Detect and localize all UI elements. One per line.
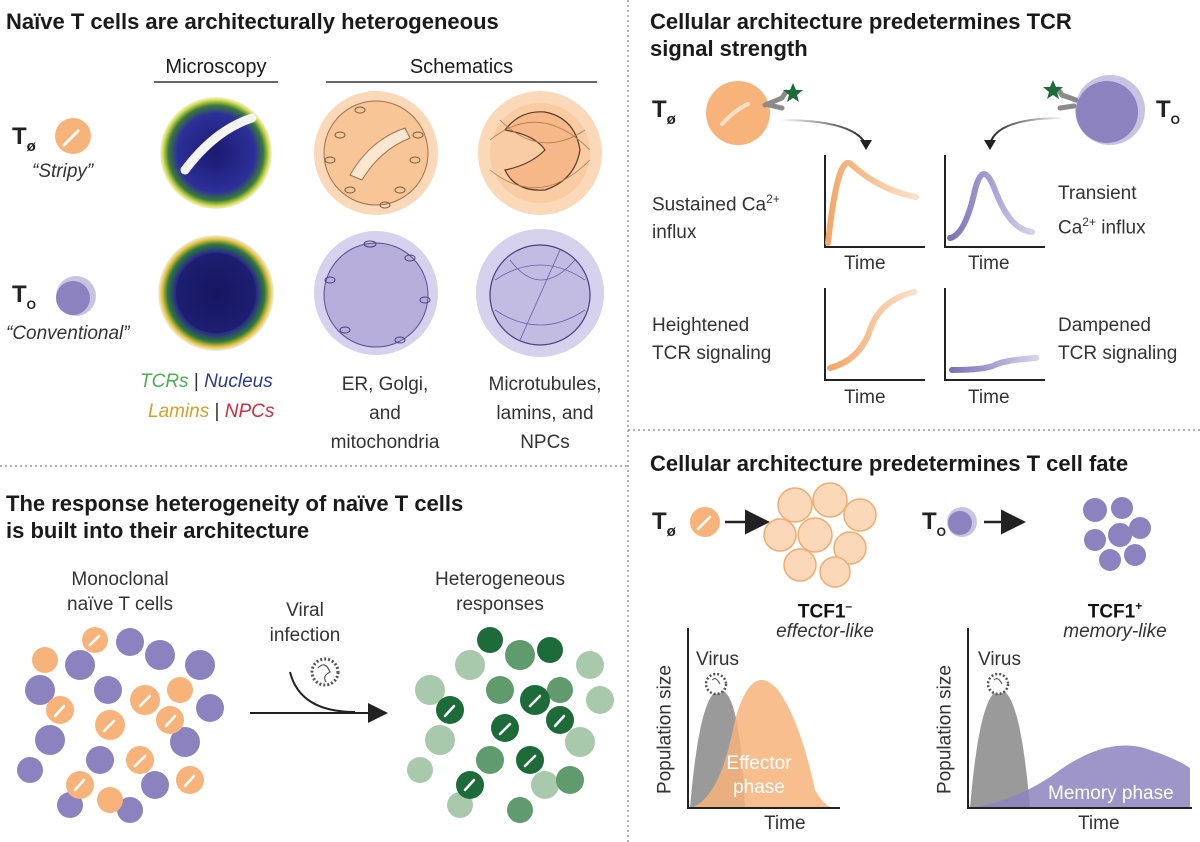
stain-legend-row1: TCRs | Nucleus — [140, 371, 273, 392]
memory-population-curve — [970, 745, 1190, 808]
schematic-microtubules-stripy — [478, 91, 602, 215]
tphi-label: Tø — [12, 123, 36, 156]
caption-er-golgi: ER, Golgi, and mitochondria — [330, 374, 440, 453]
to-small-cell — [947, 507, 977, 537]
memory-phase-label: Memory phase — [1048, 783, 1174, 804]
virus-label-memory: Virus — [978, 649, 1021, 670]
stain-legend-row2: Lamins | NPCs — [148, 401, 275, 422]
time-label-1: Time — [844, 253, 886, 274]
to-cell-icon — [56, 276, 96, 316]
schematic-microtubules-conventional — [476, 229, 604, 357]
dampened-signaling-label: Dampened TCR signaling — [1058, 315, 1178, 364]
caption-microtubules: Microtubules, lamins, and NPCs — [488, 374, 602, 453]
plot-effector-axes — [687, 628, 840, 809]
virus-particle-effector — [704, 672, 728, 696]
effector-cell-cluster — [763, 482, 877, 588]
tphi-arrowhead — [860, 140, 872, 150]
curve-sustained-calcium — [825, 160, 919, 246]
monoclonal-cell-cluster — [17, 627, 224, 823]
memory-cell-cluster — [1083, 497, 1151, 571]
virus-population-curve-memory — [970, 690, 1030, 808]
title-bottom-left: The response heterogeneity of naïve T ce… — [6, 491, 464, 543]
heterogeneous-cell-cluster — [407, 627, 614, 823]
effector-phase-label: Effector phase — [726, 753, 792, 798]
infection-curve — [289, 671, 356, 713]
microscopy-header: Microscopy — [165, 56, 267, 78]
tphi-label-tr: Tø — [652, 96, 676, 129]
time-label-memory: Time — [1078, 813, 1120, 834]
tcf1-negative-label: TCF1– — [797, 599, 853, 623]
tphi-label-br: Tø — [652, 508, 676, 541]
microscopy-stripy-image — [160, 97, 272, 209]
time-label-2: Time — [968, 253, 1010, 274]
monoclonal-label: Monoclonal naïve T cells — [67, 569, 173, 615]
title-bottom-right: Cellular architecture predetermines T ce… — [650, 451, 1129, 476]
tcf1-positive-label: TCF1+ — [1087, 599, 1143, 623]
curve-dampened-signaling — [949, 355, 1039, 373]
to-label-tr: TO — [1156, 96, 1181, 128]
schematic-er-stripy — [314, 91, 438, 215]
to-receptor-cell — [1055, 75, 1145, 145]
to-label-br: TO — [922, 508, 947, 540]
plot-memory-axes — [967, 628, 1192, 809]
time-label-3: Time — [844, 387, 886, 408]
curve-transient-calcium — [947, 171, 1035, 241]
stripy-label: “Stripy” — [32, 161, 94, 182]
to-arrowhead — [984, 140, 996, 150]
effector-population-curve — [690, 680, 835, 808]
virus-particle-memory — [986, 672, 1010, 696]
heterogeneous-label: Heterogeneous responses — [435, 569, 565, 615]
effector-like-label: effector-like — [776, 621, 874, 642]
virus-label-effector: Virus — [696, 649, 739, 670]
to-signal-arrow — [989, 117, 1065, 146]
conventional-label: “Conventional” — [6, 323, 130, 344]
population-size-label-memory: Population size — [934, 665, 956, 794]
curve-heightened-signaling — [827, 289, 917, 371]
title-top-right: Cellular architecture predetermines TCR … — [650, 9, 1072, 61]
heightened-signaling-label: Heightened TCR signaling — [652, 315, 772, 364]
population-size-label-effector: Population size — [654, 665, 676, 794]
virus-particle-icon — [310, 657, 340, 687]
tphi-signal-arrow — [779, 119, 867, 146]
time-label-effector: Time — [764, 813, 806, 834]
memory-like-label: memory-like — [1063, 621, 1167, 642]
to-antigen-star — [1043, 80, 1063, 99]
title-top-left: Naïve T cells are architecturally hetero… — [6, 9, 499, 34]
tphi-small-cell — [690, 507, 720, 537]
schematic-er-conventional — [314, 231, 438, 355]
transient-calcium-label: Transient Ca2+ influx — [1058, 183, 1146, 239]
viral-infection-label: Viral infection — [269, 600, 341, 646]
tphi-antigen-star — [783, 83, 803, 102]
microscopy-conventional-image — [158, 235, 274, 351]
tphi-cell-icon — [55, 118, 91, 154]
plot-heightened-axes — [824, 288, 925, 381]
sustained-calcium-label: Sustained Ca2+ influx — [652, 192, 780, 244]
time-label-4: Time — [968, 387, 1010, 408]
tphi-receptor-cell — [706, 81, 789, 145]
to-label: TO — [12, 281, 37, 313]
plot-transient-axes — [944, 155, 1045, 248]
plot-dampened-axes — [944, 288, 1045, 381]
schematics-header: Schematics — [409, 56, 514, 78]
plot-sustained-axes — [824, 155, 925, 248]
